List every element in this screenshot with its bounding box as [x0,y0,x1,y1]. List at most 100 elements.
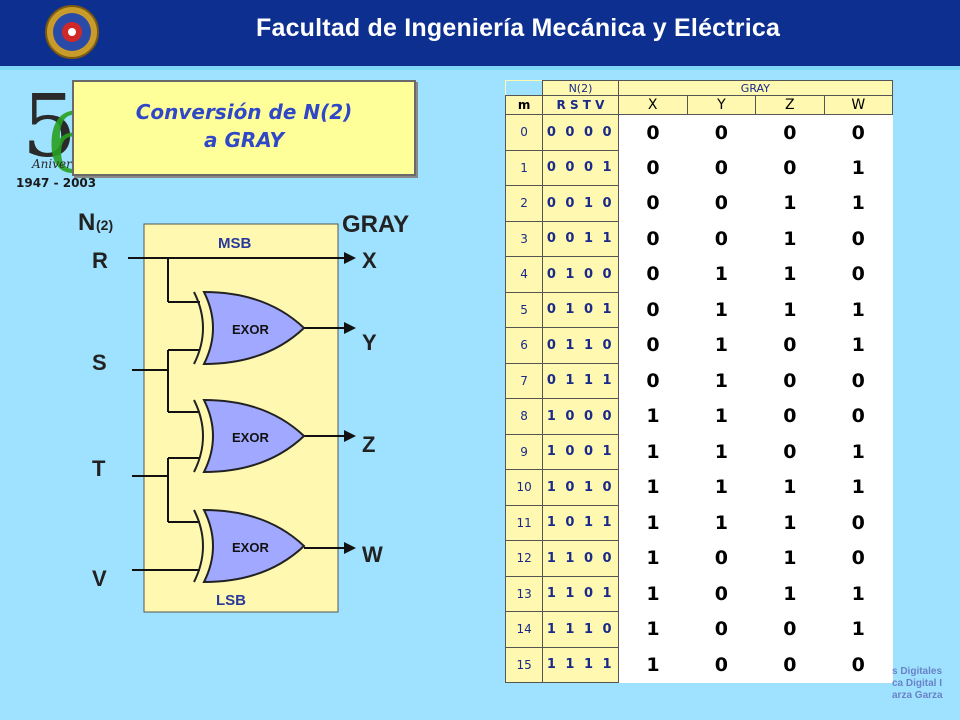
row-gray-bit: 1 [618,398,688,434]
row-gray-bit: 0 [824,256,893,292]
row-gray-bit: 1 [618,611,688,647]
row-gray-bit: 1 [824,327,893,363]
row-index: 6 [504,327,544,364]
output-w-label: W [362,542,383,567]
row-gray-bit: 1 [687,398,756,434]
row-binary: 1 0 1 0 [542,469,619,506]
row-binary: 0 0 1 0 [542,185,619,222]
footer-line-3: arza Garza [892,690,943,701]
anniversary-years: 1947 - 2003 [16,176,97,190]
row-gray-bit: 1 [755,256,825,292]
xor-gate-3: EXOR [193,508,306,584]
row-index: 4 [504,256,544,293]
bits-header: R S T V [542,95,619,115]
y-header: Y [686,95,757,115]
row-binary: 0 1 0 0 [542,256,619,293]
footer-line-2: ca Digital I [892,678,943,689]
row-binary: 0 1 0 1 [542,291,619,328]
row-gray-bit: 1 [687,505,756,541]
row-gray-bit: 0 [755,611,825,647]
row-gray-bit: 1 [687,469,756,505]
output-y-label: Y [362,330,377,355]
row-gray-bit: 0 [755,363,825,399]
row-gray-bit: 0 [755,647,825,683]
row-index: 5 [504,291,544,328]
row-gray-bit: 0 [687,185,756,221]
row-gray-bit: 1 [824,469,893,505]
row-gray-bit: 0 [687,647,756,683]
row-gray-bit: 0 [618,150,688,186]
row-gray-bit: 0 [755,434,825,470]
row-gray-bit: 1 [755,221,825,257]
row-gray-bit: 1 [824,292,893,328]
xor-gate-2: EXOR [193,398,306,474]
row-gray-bit: 1 [618,647,688,683]
row-gray-bit: 0 [755,150,825,186]
row-gray-bit: 1 [824,150,893,186]
row-gray-bit: 0 [687,150,756,186]
row-gray-bit: 0 [824,221,893,257]
university-seal-icon [16,4,99,60]
msb-label: MSB [218,235,252,252]
table-group-header: N(2) GRAY [505,80,894,96]
x-header: X [617,95,688,115]
row-gray-bit: 1 [755,540,825,576]
row-gray-bit: 1 [618,469,688,505]
row-gray-bit: 0 [618,292,688,328]
row-gray-bit: 1 [618,540,688,576]
gate-label-3: EXOR [232,540,269,555]
row-gray-bit: 0 [824,647,893,683]
row-binary: 1 0 0 0 [542,398,619,435]
row-gray-bit: 1 [618,576,688,612]
lsb-label: LSB [216,592,246,609]
row-gray-bit: 0 [755,114,825,150]
header-title: Facultad de Ingeniería Mecánica y Eléctr… [256,14,781,42]
row-gray-bit: 1 [687,363,756,399]
row-index: 3 [504,220,544,257]
arrow-w-icon [344,542,356,554]
row-index: 11 [504,504,544,541]
row-index: 13 [504,575,544,612]
row-index: 8 [504,398,544,435]
row-gray-bit: 1 [824,434,893,470]
row-binary: 0 1 1 0 [542,327,619,364]
row-gray-bit: 0 [824,540,893,576]
z-header: Z [755,95,825,115]
arrow-y-icon [344,322,356,334]
row-gray-bit: 1 [755,292,825,328]
row-binary: 0 0 1 1 [542,220,619,257]
row-gray-bit: 0 [755,327,825,363]
row-gray-bit: 0 [755,398,825,434]
row-gray-bit: 0 [824,114,893,150]
row-binary: 1 0 1 1 [542,504,619,541]
group-n-header: N(2) [542,80,619,96]
row-gray-bit: 0 [687,114,756,150]
header-bar: Facultad de Ingeniería Mecánica y Eléctr… [0,0,960,66]
row-index: 9 [504,433,544,470]
gate-label-2: EXOR [232,430,269,445]
row-gray-bit: 0 [687,611,756,647]
row-index: 2 [504,185,544,222]
row-gray-bit: 0 [824,505,893,541]
row-gray-bit: 1 [618,505,688,541]
row-gray-bit: 1 [687,292,756,328]
row-binary: 1 1 0 1 [542,575,619,612]
row-gray-bit: 1 [755,576,825,612]
row-gray-bit: 1 [824,611,893,647]
row-gray-bit: 1 [618,434,688,470]
row-gray-bit: 0 [618,256,688,292]
row-index: 14 [504,611,544,648]
row-gray-bit: 0 [618,114,688,150]
arrow-x-icon [344,252,356,264]
row-gray-bit: 0 [687,576,756,612]
row-index: 10 [504,469,544,506]
